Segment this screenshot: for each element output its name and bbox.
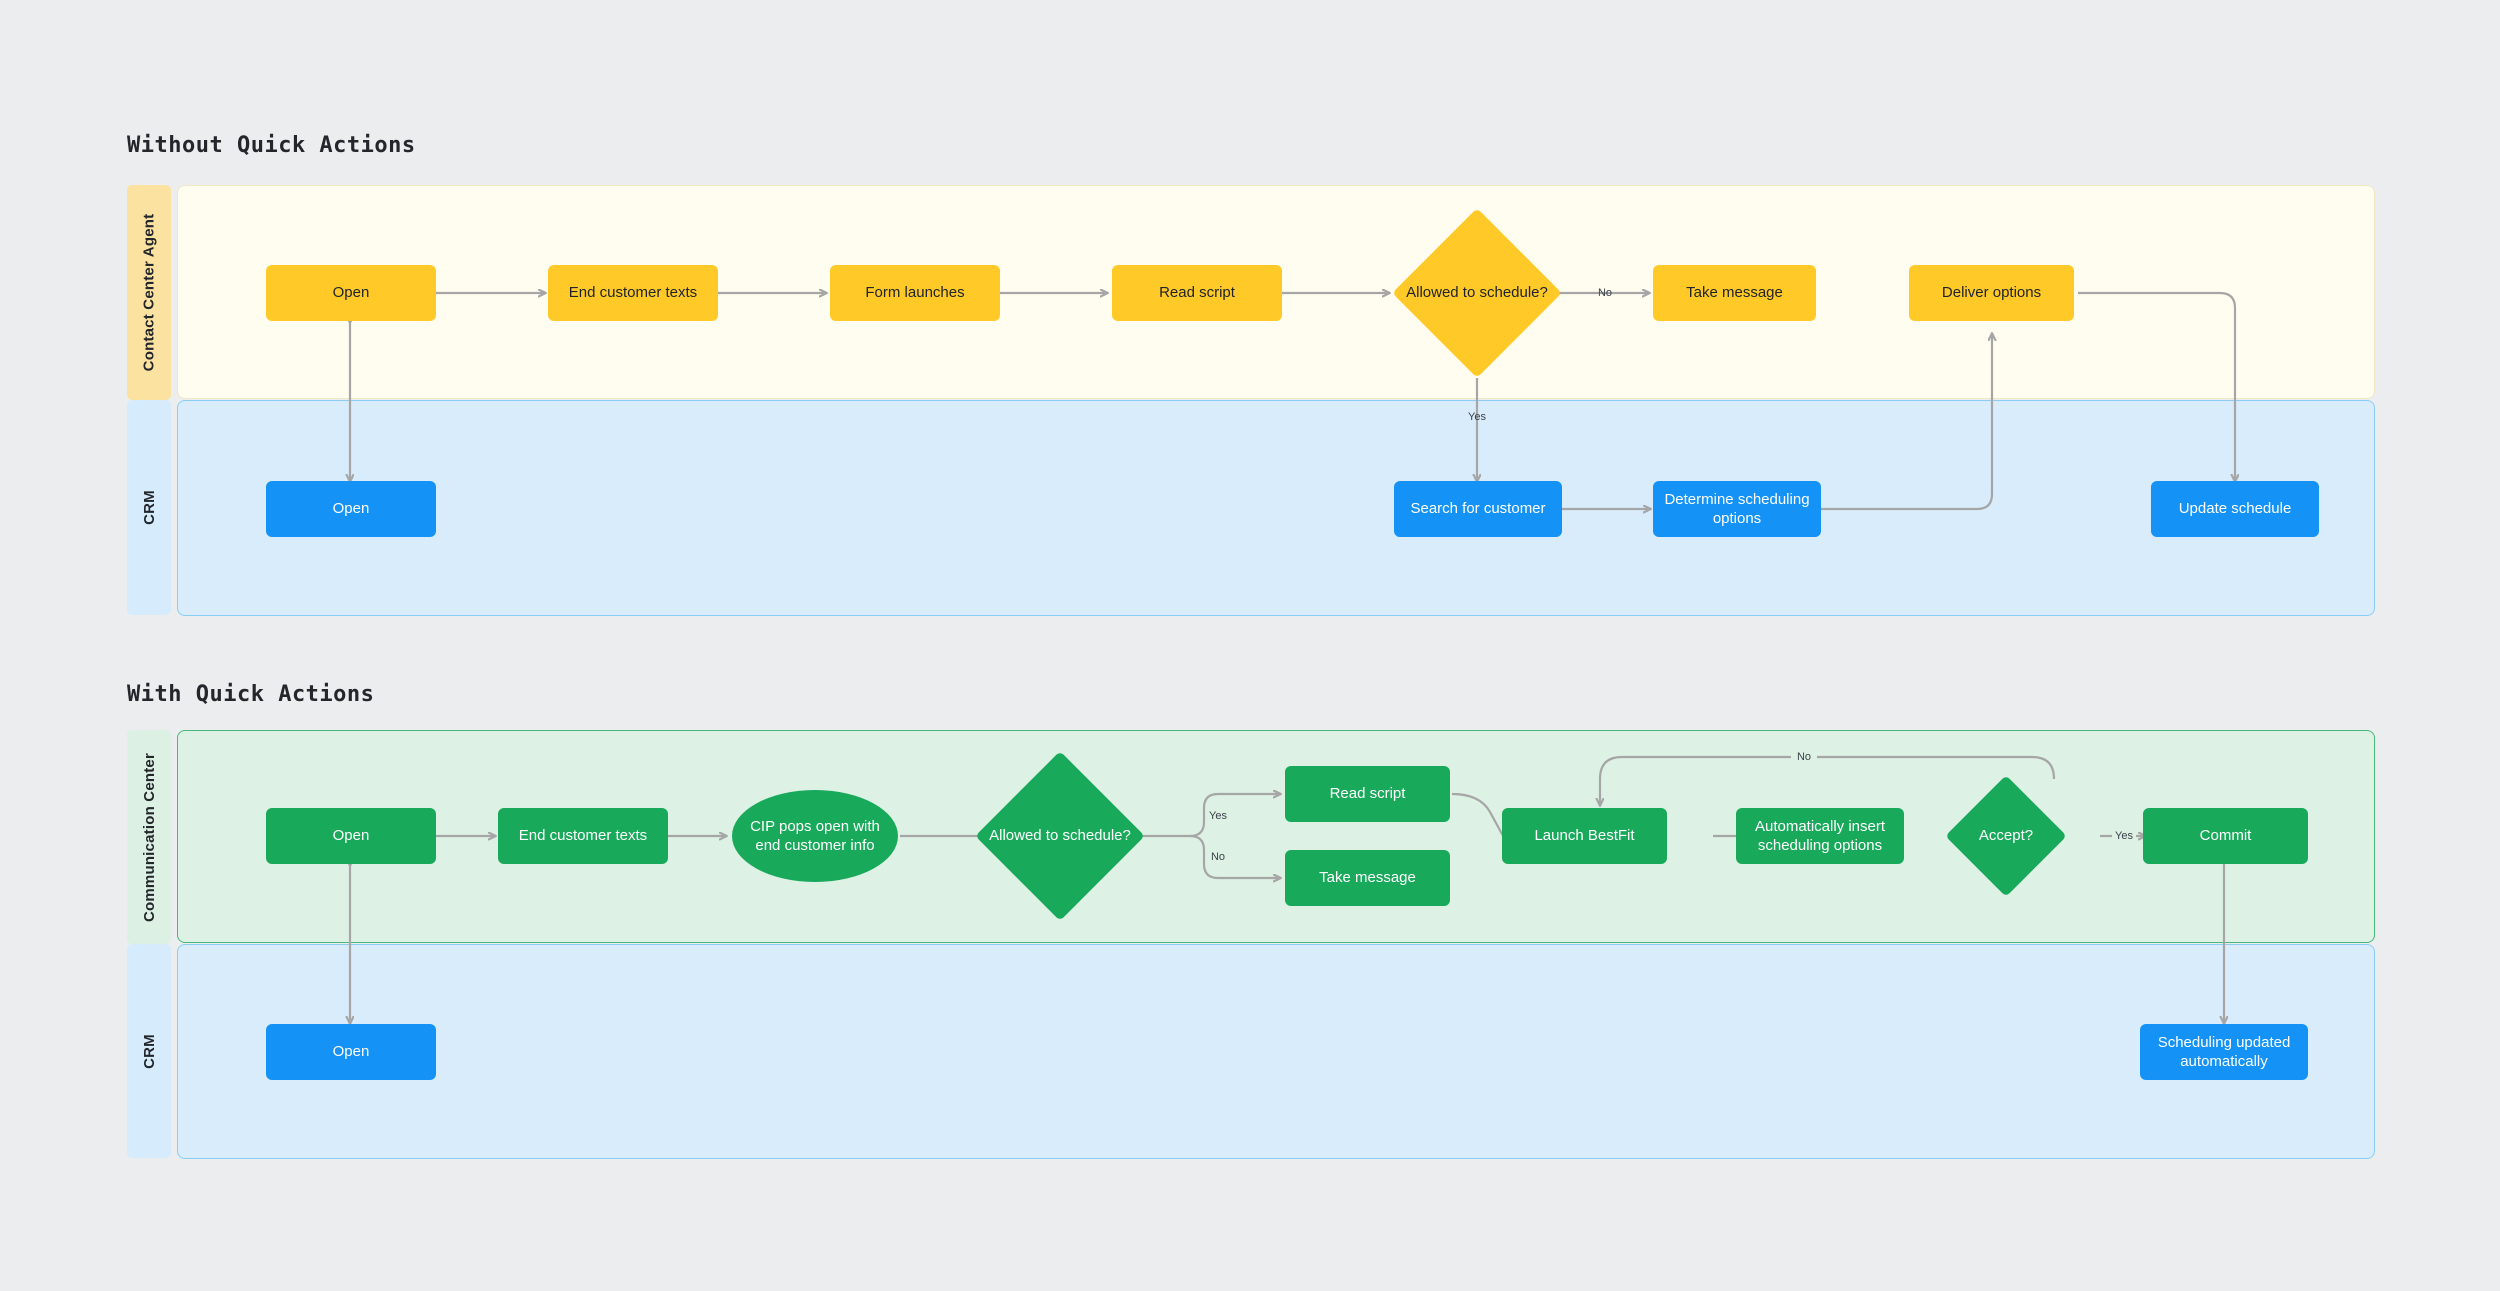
node-scheduling-updated[interactable]: Scheduling updated automatically	[2140, 1024, 2308, 1080]
node-read-script-2[interactable]: Read script	[1285, 766, 1450, 822]
edge-label-yes-1: Yes	[1468, 411, 1486, 423]
node-form-launches[interactable]: Form launches	[830, 265, 1000, 321]
node-accept[interactable]: Accept?	[1945, 775, 2067, 897]
lane-label-communication-center: Communication Center	[140, 752, 158, 922]
node-agent-open[interactable]: Open	[266, 265, 436, 321]
node-determine-scheduling-options[interactable]: Determine scheduling options	[1653, 481, 1821, 537]
diamond-shape-1	[1392, 208, 1562, 378]
diamond-shape-2	[975, 751, 1145, 921]
node-crm-open-2[interactable]: Open	[266, 1024, 436, 1080]
lane-label-contact-center-agent: Contact Center Agent	[140, 213, 158, 372]
section-title-with-quick-actions: With Quick Actions	[127, 682, 375, 707]
edge-label-yes-3: Yes	[2112, 830, 2136, 842]
node-launch-bestfit[interactable]: Launch BestFit	[1502, 808, 1667, 864]
lane-tab-contact-center-agent: Contact Center Agent	[127, 185, 171, 400]
lane-label-crm-1: CRM	[140, 490, 158, 525]
lane-tab-crm-2: CRM	[127, 944, 171, 1158]
node-allowed-to-schedule-2[interactable]: Allowed to schedule?	[975, 751, 1145, 921]
node-search-for-customer[interactable]: Search for customer	[1394, 481, 1562, 537]
node-cc-open[interactable]: Open	[266, 808, 436, 864]
node-allowed-to-schedule-1[interactable]: Allowed to schedule?	[1392, 208, 1562, 378]
diamond-shape-accept	[1945, 775, 2067, 897]
node-auto-insert-scheduling[interactable]: Automatically insert scheduling options	[1736, 808, 1904, 864]
node-take-message-1[interactable]: Take message	[1653, 265, 1816, 321]
node-end-customer-texts-1[interactable]: End customer texts	[548, 265, 718, 321]
lane-body-crm-2	[177, 944, 2375, 1159]
node-crm-open-1[interactable]: Open	[266, 481, 436, 537]
lane-tab-communication-center: Communication Center	[127, 730, 171, 944]
node-read-script-1[interactable]: Read script	[1112, 265, 1282, 321]
node-take-message-2[interactable]: Take message	[1285, 850, 1450, 906]
edge-label-no-loop: No	[1790, 751, 1818, 763]
node-deliver-options[interactable]: Deliver options	[1909, 265, 2074, 321]
node-update-schedule[interactable]: Update schedule	[2151, 481, 2319, 537]
edge-label-yes-2: Yes	[1209, 810, 1227, 822]
section-title-without-quick-actions: Without Quick Actions	[127, 133, 416, 158]
lane-body-crm-1	[177, 400, 2375, 616]
node-end-customer-texts-2[interactable]: End customer texts	[498, 808, 668, 864]
node-cip-pops-open[interactable]: CIP pops open with end customer info	[732, 790, 898, 882]
node-commit[interactable]: Commit	[2143, 808, 2308, 864]
lane-label-crm-2: CRM	[140, 1033, 158, 1069]
edge-label-no-1: No	[1597, 287, 1613, 299]
lane-tab-crm-1: CRM	[127, 400, 171, 615]
edge-label-no-2: No	[1210, 851, 1226, 863]
